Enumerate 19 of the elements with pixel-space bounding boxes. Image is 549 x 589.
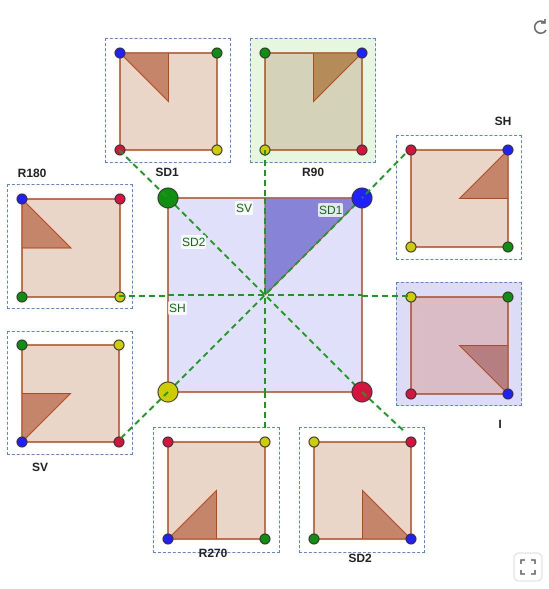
axis-line	[362, 295, 410, 297]
transformation-label: SD1	[154, 165, 180, 179]
transformation-label: R180	[16, 166, 48, 180]
axis-label: SV	[235, 201, 254, 215]
transformation-label: R90	[300, 165, 325, 179]
axis-line	[361, 391, 406, 433]
transformation-label: SH	[494, 114, 512, 128]
axis-line	[264, 150, 266, 198]
axis-line	[118, 149, 169, 199]
axis-line	[361, 153, 406, 199]
transformation-label: SV	[30, 460, 49, 474]
transformation-label: I	[497, 417, 503, 431]
axis-label: SH	[168, 301, 187, 315]
axis-line	[118, 391, 169, 441]
axis-label: SD1	[318, 203, 344, 217]
axis-line	[119, 295, 168, 297]
axis-label: SD2	[181, 235, 206, 249]
transformation-label: R270	[198, 546, 228, 560]
transformation-label: SD2	[347, 551, 373, 565]
